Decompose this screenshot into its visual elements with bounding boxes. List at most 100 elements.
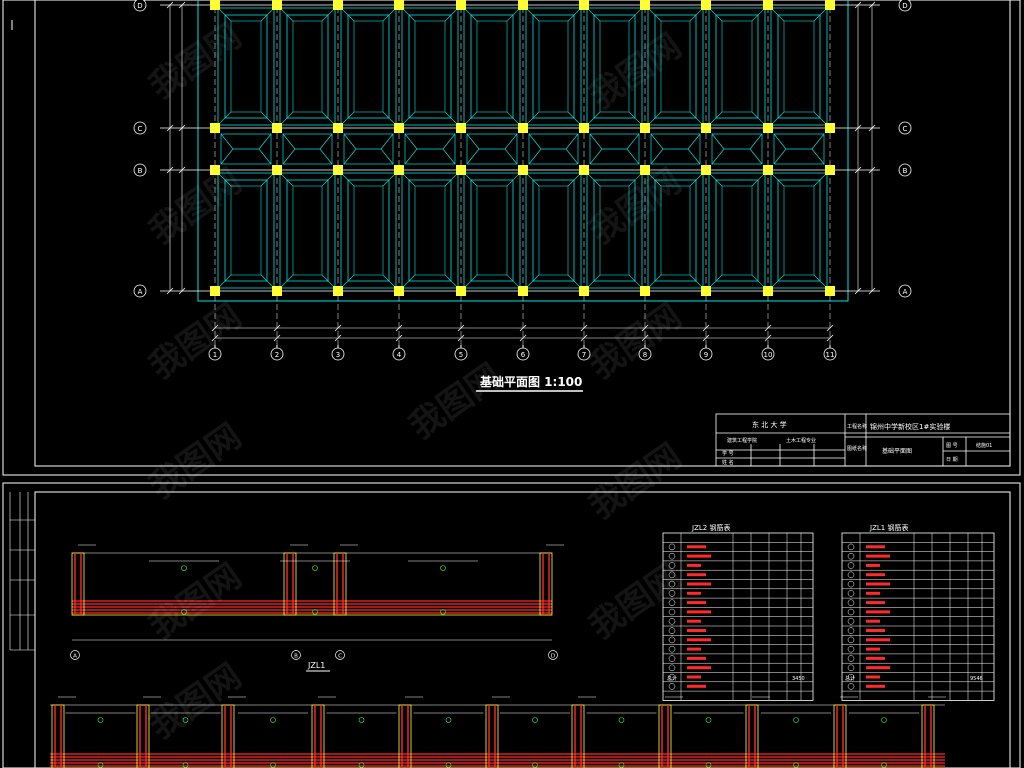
dimension-tick xyxy=(273,324,281,332)
footing-panel-inner xyxy=(532,179,575,282)
footing-panel-inner xyxy=(408,179,452,282)
table1-total-label: 总计 xyxy=(667,675,677,682)
column-square xyxy=(333,286,343,296)
column-square xyxy=(640,123,650,133)
table2-total-label: 总计 xyxy=(845,675,855,682)
column-square xyxy=(763,286,773,296)
section-mark xyxy=(793,717,799,723)
footing-panel-hip xyxy=(444,111,459,126)
footing-mid-rect xyxy=(466,133,518,165)
watermark-text: 我图网 xyxy=(142,556,248,647)
footing-panel-inner xyxy=(715,14,759,119)
table1-total: 3450 xyxy=(792,676,805,682)
footing-mid-hip xyxy=(343,133,357,165)
dimension-tick xyxy=(178,1,186,9)
table-rebar-sketch xyxy=(687,638,711,642)
section-mark xyxy=(705,717,712,723)
table-rebar-sketch xyxy=(866,545,885,549)
footing-bay-middle xyxy=(282,133,333,165)
section-mark xyxy=(881,717,887,723)
footing-mid-hip xyxy=(749,133,763,165)
dimension-tick xyxy=(334,324,342,332)
col-axis-bubble xyxy=(392,347,406,361)
dimension-tick xyxy=(764,334,772,342)
beam-axis-label: C xyxy=(338,654,342,660)
section-mark xyxy=(181,565,187,571)
title-block-date-label: 日 期 xyxy=(946,457,958,463)
dimension-tick xyxy=(854,124,862,132)
footing-panel-core xyxy=(292,20,323,113)
section-mark xyxy=(181,609,187,615)
title-block xyxy=(715,413,1011,467)
table-row-bubble xyxy=(668,562,676,569)
table-rebar-sketch xyxy=(687,545,706,549)
footing-mid-hip xyxy=(687,133,701,165)
footing-panel-outer xyxy=(463,172,521,289)
table-rebar-sketch xyxy=(866,610,890,614)
table-row-bubble xyxy=(668,599,676,606)
table-row-bubble xyxy=(847,590,855,597)
table-rebar-sketch xyxy=(687,610,711,614)
col-axis-bubble xyxy=(516,347,530,361)
column-square xyxy=(701,165,711,175)
table-row-bubble xyxy=(668,683,676,690)
beam-support-column xyxy=(485,704,499,768)
footing-panel-hip xyxy=(444,172,459,187)
footing-panel-hip xyxy=(217,274,232,289)
beam-elevation-jzl1 xyxy=(71,544,564,616)
column-square xyxy=(825,165,835,175)
footing-mid-rect xyxy=(773,133,825,165)
footing-panel-outer xyxy=(647,7,704,126)
footing-panel-hip xyxy=(708,172,723,187)
footing-panel-core xyxy=(660,185,691,276)
table-rebar-sketch xyxy=(687,619,701,623)
dimension-tick xyxy=(457,324,465,332)
section-mark xyxy=(312,609,318,615)
dimension-tick xyxy=(868,124,876,132)
sheet2-outer-frame xyxy=(2,482,1021,768)
table-row-bubble xyxy=(668,636,676,644)
footing-panel-outer xyxy=(463,7,521,126)
footing-panel-core xyxy=(538,185,569,276)
column-square xyxy=(210,286,220,296)
table-rebar-sketch xyxy=(687,573,706,577)
footing-mid-rect xyxy=(528,133,579,165)
footing-panel-core xyxy=(476,20,508,113)
table-rebar-sketch xyxy=(687,563,701,567)
col-axis-label: 5 xyxy=(459,351,463,359)
section-mark xyxy=(182,717,189,723)
footing-panel-hip xyxy=(708,111,723,126)
row-axis-label: A xyxy=(138,288,143,296)
footing-panel-hip xyxy=(647,111,662,126)
footing-bay-middle xyxy=(220,133,272,165)
col-axis-bubble xyxy=(270,347,284,361)
footing-panel-hip xyxy=(770,274,785,289)
table-row-bubble xyxy=(668,655,676,662)
column-square xyxy=(640,165,650,175)
beam-axis-label: A xyxy=(73,654,77,660)
footing-bay-top xyxy=(708,7,766,126)
footing-panel-hip xyxy=(586,111,601,126)
footing-panel-core xyxy=(599,20,630,113)
sheet2-revision-strip xyxy=(9,492,35,651)
beam-axis-label: D xyxy=(551,654,555,660)
col-axis-bubble xyxy=(208,347,222,361)
footing-bay-top xyxy=(647,7,704,126)
column-square xyxy=(518,165,528,175)
section-mark xyxy=(532,717,538,723)
table-row-bubble xyxy=(668,590,676,597)
footing-panel-hip xyxy=(279,111,294,126)
table-row-bubble xyxy=(847,683,855,690)
footing-panel-inner xyxy=(593,14,636,119)
column-square xyxy=(825,123,835,133)
table-row-bubble xyxy=(668,673,676,681)
table-rebar-sketch xyxy=(866,629,885,632)
column-square xyxy=(701,0,711,10)
footing-panel-hip xyxy=(382,7,397,22)
footing-bay-middle xyxy=(466,133,518,165)
col-axis-label: 6 xyxy=(521,351,526,359)
table-row-bubble xyxy=(668,627,676,634)
footing-panel-inner xyxy=(532,14,575,119)
beam-support-column xyxy=(136,704,150,768)
table-rebar-sketch xyxy=(866,675,880,679)
